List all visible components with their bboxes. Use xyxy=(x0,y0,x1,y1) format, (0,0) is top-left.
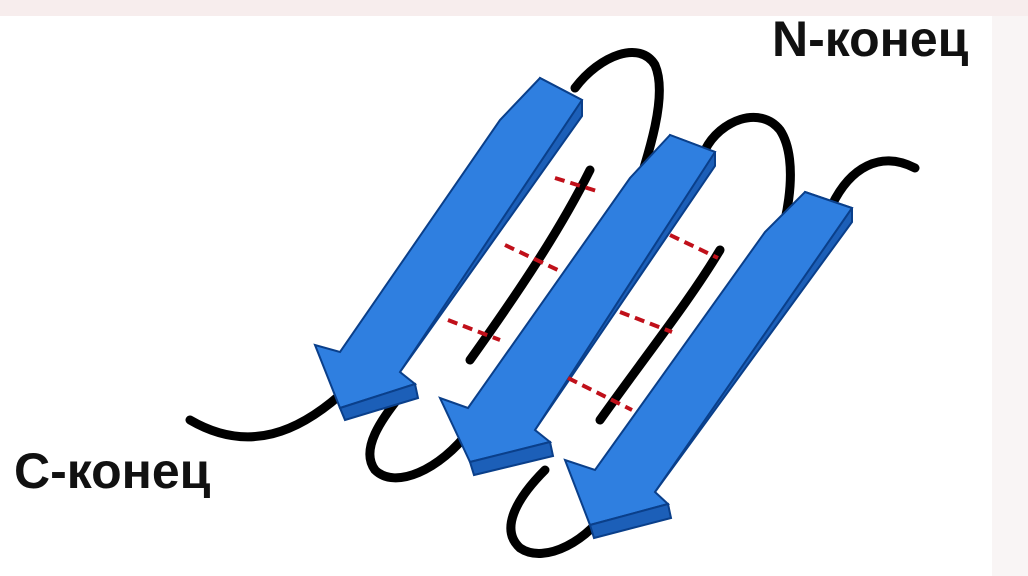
n-terminus-label: N-конец xyxy=(772,14,968,64)
n-terminus-tail xyxy=(832,161,915,205)
hbond-4 xyxy=(670,235,718,258)
c-terminus-label: C-конец xyxy=(14,446,210,496)
c-terminus-tail xyxy=(190,395,340,437)
